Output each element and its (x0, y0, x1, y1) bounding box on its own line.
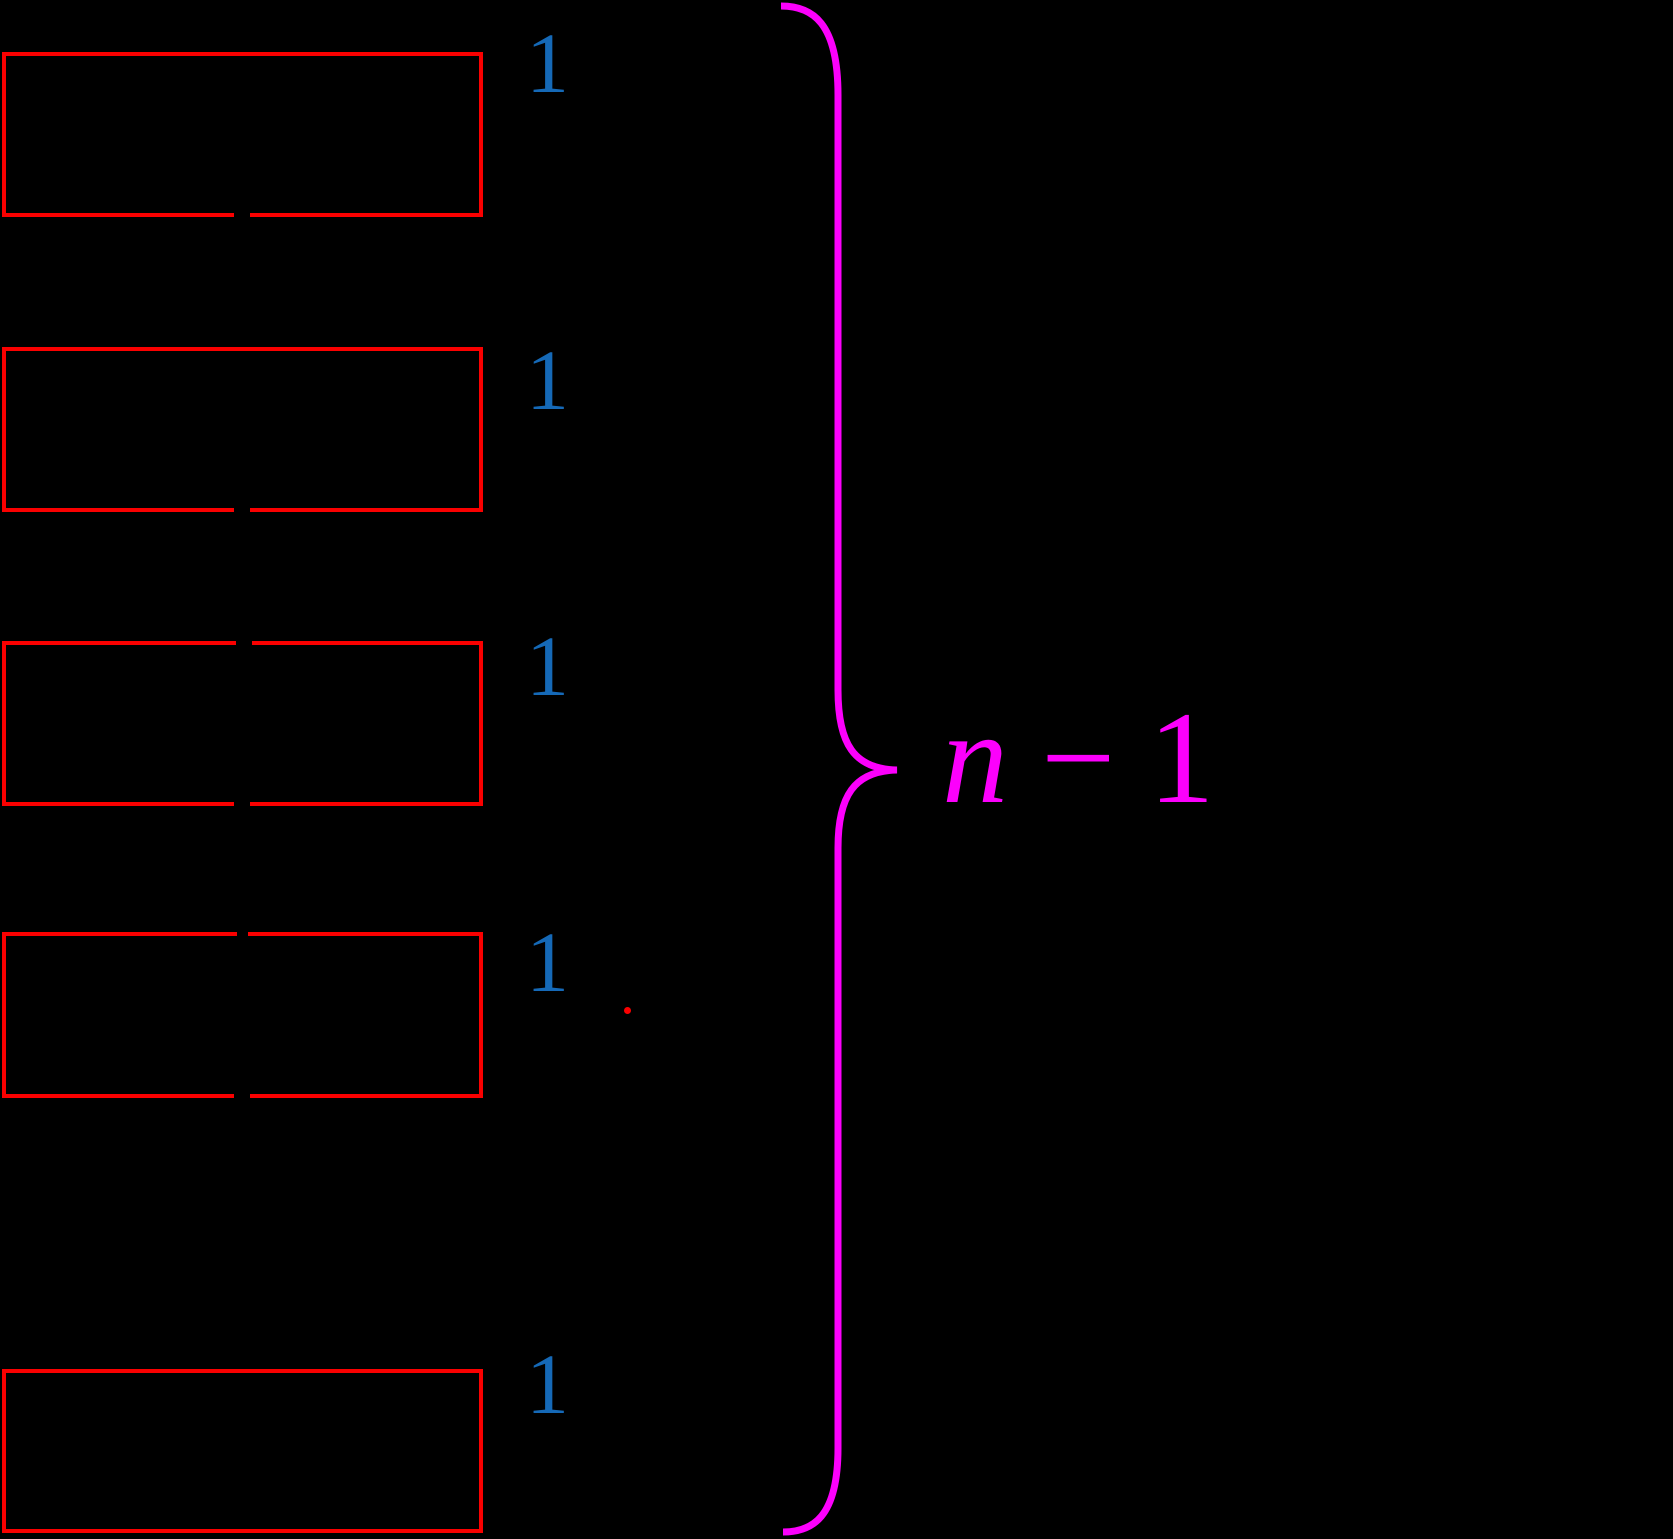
unit-label-5: 1 (526, 1336, 569, 1432)
unit-label-3: 1 (526, 618, 569, 714)
unit-box-3 (2, 641, 483, 806)
unit-box-5 (2, 1369, 483, 1533)
unit-label-1: 1 (526, 15, 569, 111)
border-notch (234, 505, 250, 515)
unit-label-4: 1 (526, 914, 569, 1010)
brace-label-operator: − (1041, 684, 1116, 831)
border-notch (236, 638, 252, 648)
ellipsis-dot (624, 1007, 631, 1014)
unit-box-2 (2, 347, 483, 512)
brace-label-value: 1 (1148, 684, 1215, 831)
brace-label: n − 1 (942, 692, 1214, 824)
border-notch (234, 1092, 250, 1102)
border-notch (237, 930, 248, 940)
unit-box-1 (2, 52, 483, 217)
border-notch (234, 210, 250, 220)
unit-label-2: 1 (526, 332, 569, 428)
border-notch (234, 800, 250, 810)
unit-box-4 (2, 932, 483, 1098)
brace-label-variable: n (942, 684, 1008, 831)
